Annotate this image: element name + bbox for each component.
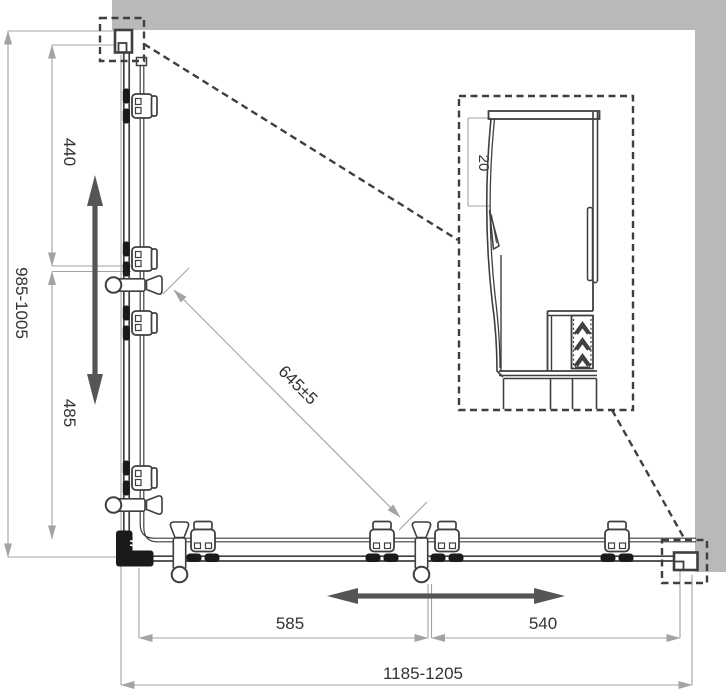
dim-bottom-total: 1185-1205 xyxy=(120,664,693,690)
ratchet-chevrons xyxy=(573,321,592,367)
dim-left-total: 985-1005 xyxy=(3,30,31,558)
callout-leader-right xyxy=(610,409,686,539)
dim-bottom-right-label: 540 xyxy=(529,614,557,633)
detail-view: 20 xyxy=(457,94,635,412)
callout-leader-top xyxy=(143,42,459,242)
callout-source-top xyxy=(98,16,146,63)
wall-profile-bracket-top xyxy=(113,28,134,54)
dim-bottom-right: 540 xyxy=(430,614,681,643)
door-handle xyxy=(411,521,432,584)
door-handle xyxy=(104,274,163,296)
vertical-adjustment-arrow xyxy=(87,175,103,405)
bottom-door-assembly xyxy=(153,520,699,584)
dim-left-upper: 440 xyxy=(47,44,79,267)
vertical-door-assembly xyxy=(104,28,163,543)
dim-left-upper-label: 440 xyxy=(60,138,79,166)
dim-bottom-left: 585 xyxy=(138,614,429,643)
dim-diagonal: 645±5 xyxy=(162,267,428,531)
roller xyxy=(121,304,158,342)
roller xyxy=(121,459,158,497)
door-handle xyxy=(104,494,163,516)
dim-diagonal-label: 645±5 xyxy=(274,362,321,409)
corner-bracket xyxy=(116,530,154,567)
callout-source-right xyxy=(660,538,709,585)
dim-bottom-left-label: 585 xyxy=(276,614,304,633)
roller xyxy=(121,240,158,278)
dim-bottom-total-label: 1185-1205 xyxy=(383,664,463,683)
extension-lines xyxy=(8,30,693,685)
door-handle xyxy=(169,521,190,584)
dim-left-lower-label: 485 xyxy=(60,399,79,427)
top-wall xyxy=(112,0,726,30)
dim-left-total-label: 985-1005 xyxy=(12,267,31,339)
detail-depth-label: 20 xyxy=(475,155,492,172)
horizontal-adjustment-arrow xyxy=(327,588,565,604)
dim-left-lower: 485 xyxy=(47,270,79,540)
right-wall xyxy=(695,0,726,572)
roller xyxy=(121,87,158,125)
